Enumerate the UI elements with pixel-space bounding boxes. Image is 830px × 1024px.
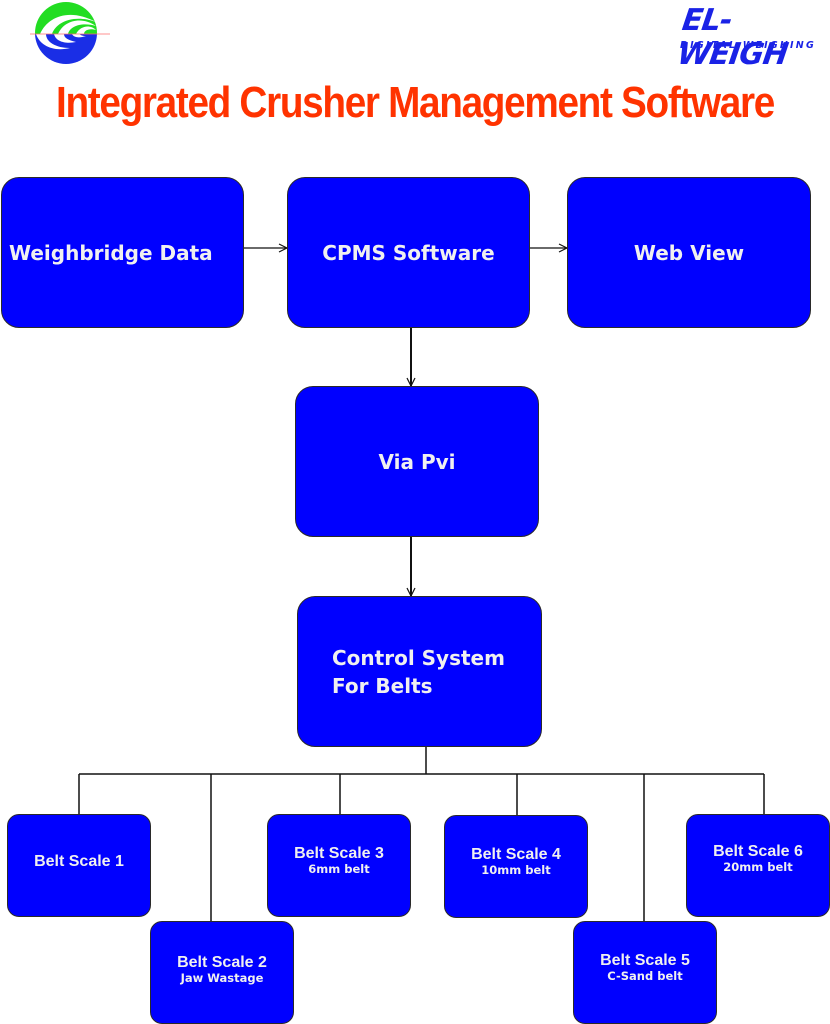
node-label: Weighbridge Data: [9, 240, 213, 265]
node-belt-scale-1: Belt Scale 1: [7, 814, 151, 917]
node-belt-scale-3: Belt Scale 3 6mm belt: [267, 814, 411, 917]
belt-scale-sub: C-Sand belt: [607, 969, 683, 983]
node-cpms-software: CPMS Software: [287, 177, 530, 328]
node-web-view: Web View: [567, 177, 811, 328]
node-label-line2: For Belts: [332, 673, 433, 698]
node-label: CPMS Software: [322, 240, 495, 265]
node-via-pvi: Via Pvi: [295, 386, 539, 537]
belt-scale-sub: 10mm belt: [481, 863, 551, 877]
node-label-line1: Control System: [332, 645, 505, 670]
node-label: Via Pvi: [378, 449, 456, 474]
belt-scale-sub: 6mm belt: [308, 862, 370, 876]
swirl-logo-icon: [30, 2, 114, 64]
node-weighbridge-data: Weighbridge Data: [1, 177, 244, 328]
node-label: Web View: [633, 240, 745, 265]
node-belt-scale-6: Belt Scale 6 20mm belt: [686, 814, 830, 917]
el-weigh-logo: EL-WEIGH DIGITAL WEIGHING: [675, 3, 820, 72]
belt-scale-label: Belt Scale 4: [471, 846, 561, 863]
belt-scale-label: Belt Scale 3: [294, 845, 384, 862]
belt-scale-label: Belt Scale 6: [713, 843, 803, 860]
node-belt-scale-4: Belt Scale 4 10mm belt: [444, 815, 588, 918]
belt-scale-label: Belt Scale 5: [600, 952, 690, 969]
page-title: Integrated Crusher Management Software: [56, 78, 775, 127]
belt-scale-label: Belt Scale 1: [34, 853, 124, 870]
node-belt-scale-2: Belt Scale 2 Jaw Wastage: [150, 921, 294, 1024]
belt-scale-sub: Jaw Wastage: [180, 971, 264, 985]
brand-tagline: DIGITAL WEIGHING: [680, 40, 816, 51]
node-belt-scale-5: Belt Scale 5 C-Sand belt: [573, 921, 717, 1024]
belt-scale-label: Belt Scale 2: [177, 954, 267, 971]
node-control-system: Control System For Belts: [297, 596, 542, 747]
belt-scale-sub: 20mm belt: [723, 860, 793, 874]
